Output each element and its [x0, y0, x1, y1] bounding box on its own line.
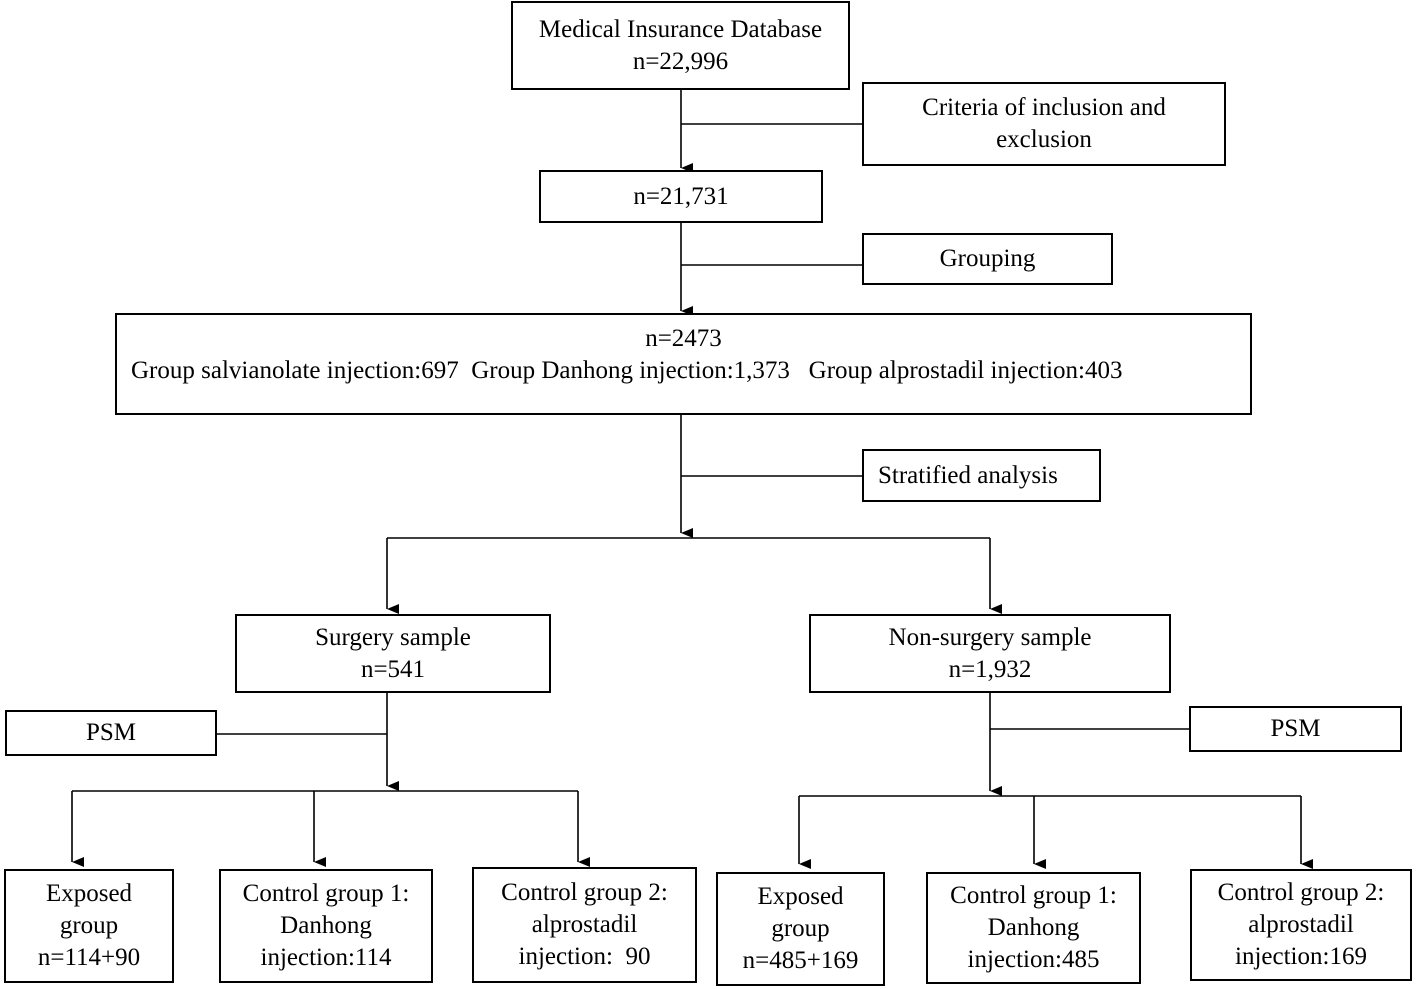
grouping-label: Grouping — [939, 245, 1036, 272]
surgery-title: Surgery sample — [315, 623, 471, 651]
surgery-control2-line2: alprostadil — [531, 911, 638, 938]
nonsurgery-exposed-box: Exposed group n=485+169 — [716, 872, 885, 986]
nonsurgery-psm-box: PSM — [1189, 706, 1402, 752]
grouping-box: Grouping — [862, 233, 1113, 285]
surgery-count: n=541 — [360, 655, 426, 683]
nonsurgery-control2-box: Control group 2: alprostadil injection:1… — [1190, 869, 1412, 981]
surgery-exposed-line1: Exposed — [45, 880, 133, 907]
grouped-box: n=2473 Group salvianolate injection:697 … — [115, 313, 1252, 415]
surgery-psm-box: PSM — [5, 710, 217, 756]
nonsurgery-control1-line2: Danhong — [987, 914, 1080, 941]
criteria-box: Criteria of inclusion and exclusion — [862, 82, 1226, 166]
database-box: Medical Insurance Database n=22,996 — [511, 1, 850, 90]
surgery-control1-box: Control group 1: Danhong injection:114 — [219, 869, 433, 983]
surgery-control2-box: Control group 2: alprostadil injection: … — [472, 867, 697, 983]
nonsurgery-control1-count: injection:485 — [967, 946, 1100, 973]
nonsurgery-psm-label: PSM — [1270, 715, 1321, 742]
nonsurgery-control2-line2: alprostadil — [1248, 911, 1354, 938]
nonsurgery-control1-box: Control group 1: Danhong injection:485 — [926, 872, 1141, 984]
database-count: n=22,996 — [632, 47, 729, 75]
nonsurgery-title: Non-surgery sample — [888, 623, 1092, 651]
included-count: n=21,731 — [633, 182, 729, 210]
grouped-count: n=2473 — [645, 325, 722, 352]
surgery-box: Surgery sample n=541 — [235, 614, 551, 693]
surgery-control2-count: injection: 90 — [518, 943, 651, 970]
surgery-exposed-count: n=114+90 — [37, 944, 141, 971]
surgery-control1-count: injection:114 — [260, 944, 392, 971]
surgery-exposed-line2: group — [59, 912, 119, 939]
stratified-box: Stratified analysis — [862, 449, 1101, 502]
nonsurgery-exposed-line2: group — [771, 915, 830, 942]
nonsurgery-exposed-line1: Exposed — [757, 883, 844, 910]
nonsurgery-control2-count: injection:169 — [1235, 943, 1367, 970]
nonsurgery-control2-line1: Control group 2: — [1217, 879, 1385, 906]
surgery-psm-label: PSM — [85, 719, 137, 746]
stratified-label: Stratified analysis — [878, 461, 1058, 489]
nonsurgery-control1-line1: Control group 1: — [950, 882, 1117, 909]
surgery-exposed-box: Exposed group n=114+90 — [4, 869, 174, 983]
criteria-line1: Criteria of inclusion and — [922, 94, 1166, 121]
nonsurgery-count: n=1,932 — [948, 655, 1032, 683]
surgery-control1-line1: Control group 1: — [242, 880, 410, 907]
nonsurgery-exposed-count: n=485+169 — [742, 947, 859, 974]
surgery-control2-line1: Control group 2: — [501, 879, 668, 906]
database-title: Medical Insurance Database — [538, 15, 823, 43]
included-box: n=21,731 — [539, 170, 823, 223]
criteria-line2: exclusion — [996, 126, 1092, 153]
grouped-groups: Group salvianolate injection:697 Group D… — [131, 357, 1123, 384]
surgery-control1-line2: Danhong — [280, 912, 372, 939]
nonsurgery-box: Non-surgery sample n=1,932 — [809, 614, 1171, 693]
